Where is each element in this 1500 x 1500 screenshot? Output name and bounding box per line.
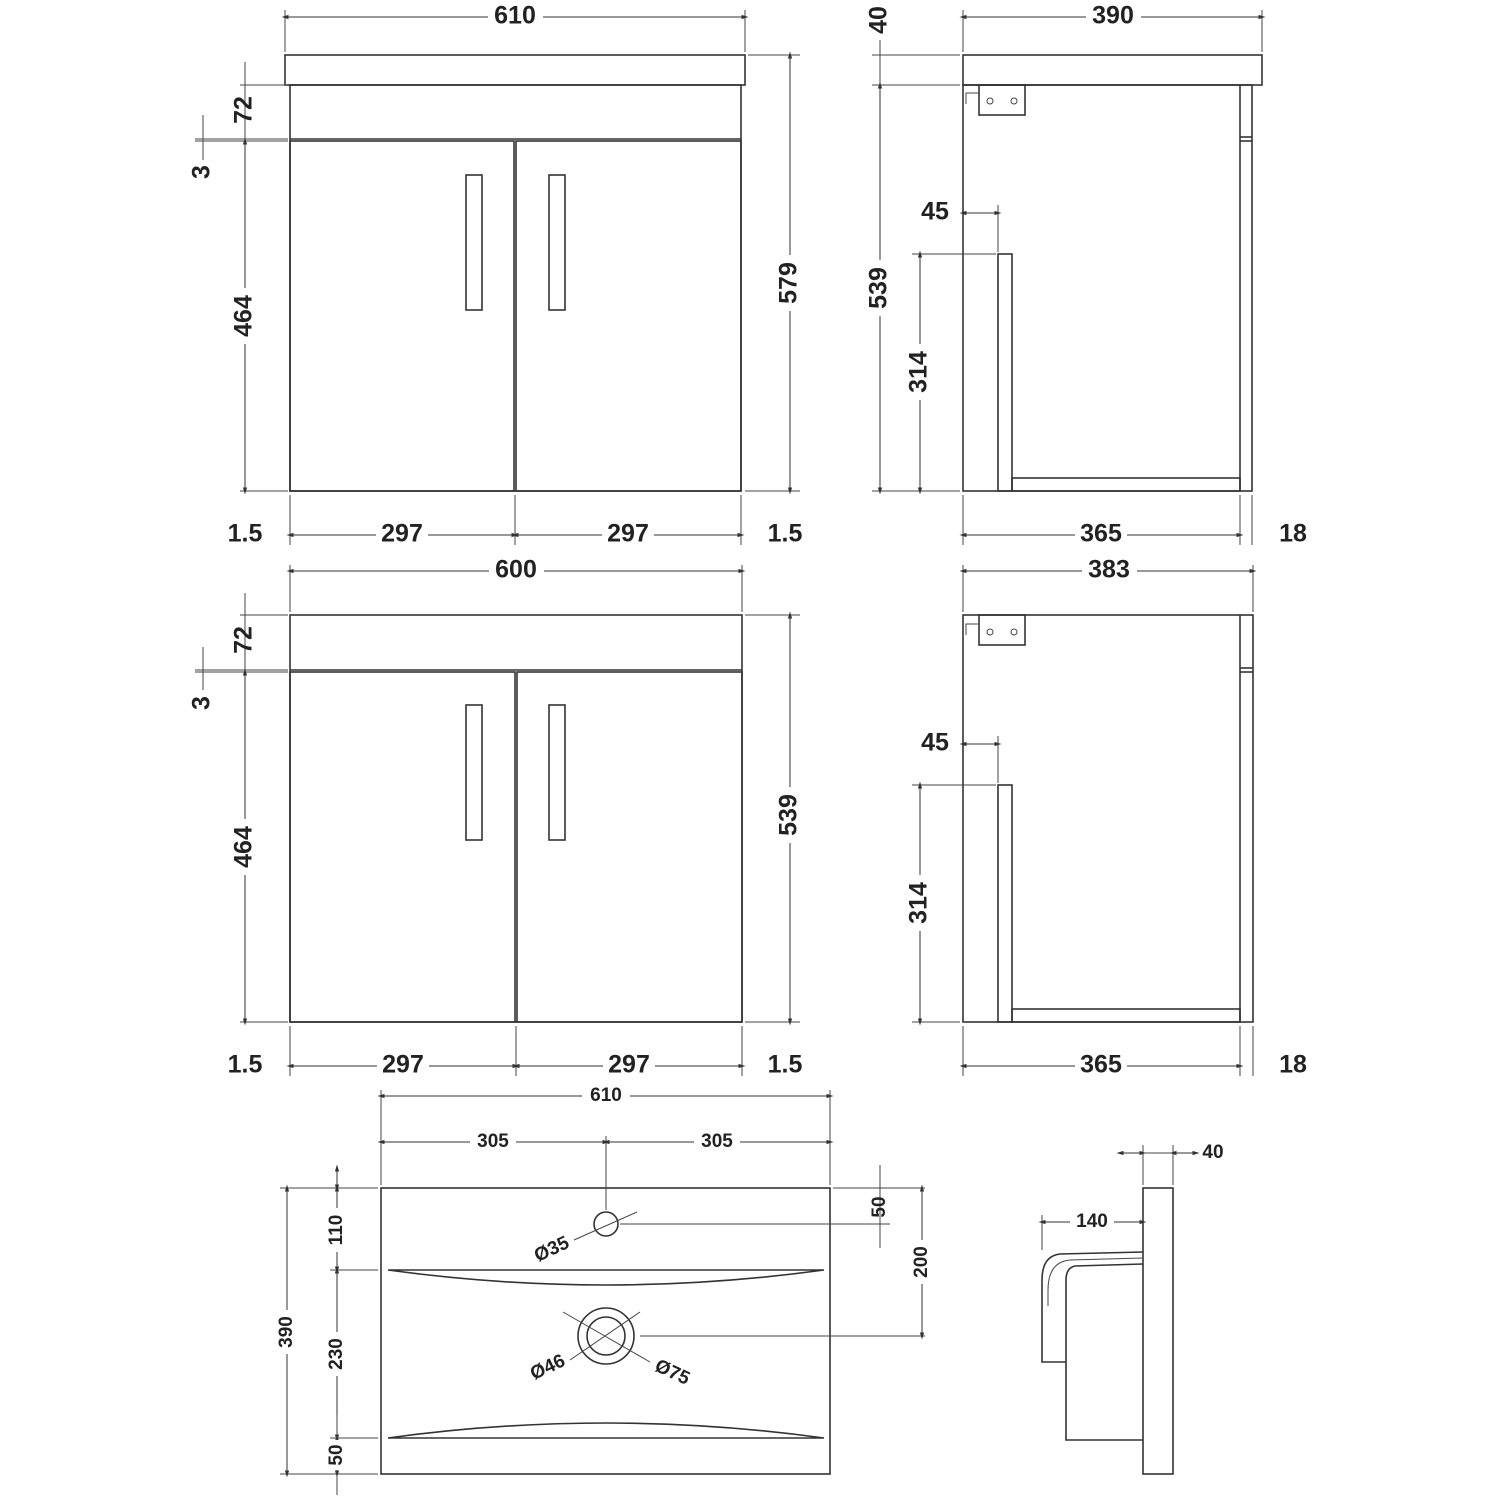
dim-tap-offset: 50 <box>869 1196 890 1217</box>
dim-depth: 390 <box>1092 2 1134 30</box>
dim-gap: 3 <box>188 165 216 179</box>
bottom-shelf <box>1011 477 1241 492</box>
dim-right-gap: 1.5 <box>768 1051 803 1079</box>
handle <box>548 174 566 311</box>
back-panel <box>997 784 1013 1023</box>
dim-to-bowl: 110 <box>326 1215 347 1246</box>
dim-left-gap: 1.5 <box>228 520 263 548</box>
handle <box>548 704 566 841</box>
dim-door-height: 464 <box>230 826 258 868</box>
back-panel <box>997 253 1013 492</box>
dim-door-thickness: 18 <box>1279 1051 1307 1079</box>
side-view: 383 45 314 365 18 <box>905 556 1307 1079</box>
waste-inner <box>586 1316 626 1356</box>
bottom-shelf <box>1011 1008 1241 1023</box>
basin-section-view: 40 140 <box>1038 1142 1224 1475</box>
basin-plan-view: 610 305 305 390 110 230 50 50 200 Ø35 Ø4… <box>276 1085 933 1495</box>
handle <box>465 704 483 841</box>
dim-body-depth: 365 <box>1080 520 1122 548</box>
dim-door-right: 297 <box>608 1051 650 1079</box>
dim-door-left: 297 <box>382 1051 424 1079</box>
dim-width: 610 <box>494 2 536 30</box>
dim-front: 50 <box>326 1444 347 1465</box>
dim-height: 539 <box>775 794 803 836</box>
basin-profile <box>1041 1251 1144 1441</box>
door-left <box>289 671 516 1023</box>
dim-top-rail: 72 <box>230 626 258 654</box>
dim-body-depth: 365 <box>1080 1051 1122 1079</box>
wall-bracket-icon <box>965 84 1026 116</box>
cabinet-body <box>289 614 743 1023</box>
dim-width: 610 <box>590 1085 622 1106</box>
cabinet-body <box>962 84 1253 492</box>
dim-waste-offset: 200 <box>911 1246 932 1278</box>
dim-height: 539 <box>865 267 893 309</box>
dim-half-right: 305 <box>701 1131 733 1152</box>
dim-back-height: 314 <box>905 882 933 924</box>
dim-half-left: 305 <box>477 1131 509 1152</box>
dim-right-gap: 1.5 <box>768 520 803 548</box>
front-view: 600 539 72 3 464 1.5 297 297 1.5 <box>188 556 804 1079</box>
dim-depth: 390 <box>276 1316 297 1348</box>
dim-height: 579 <box>775 262 803 304</box>
dim-thickness: 40 <box>1202 1142 1223 1163</box>
bowl-back-edge <box>387 1269 825 1286</box>
dim-door-right: 297 <box>607 520 649 548</box>
front-view-with-top: 610 579 72 3 464 1.5 297 297 1.5 <box>188 2 804 548</box>
dim-tap-hole: Ø35 <box>531 1232 573 1266</box>
worktop <box>962 54 1263 86</box>
basin-back-edge <box>1142 1187 1174 1475</box>
dim-depth: 383 <box>1088 556 1130 584</box>
dim-left-gap: 1.5 <box>228 1051 263 1079</box>
worktop <box>284 54 746 86</box>
dim-bowl: 230 <box>326 1338 347 1370</box>
dim-door-thickness: 18 <box>1279 520 1307 548</box>
door-right <box>516 671 743 1023</box>
handle <box>465 174 483 311</box>
dim-door-height: 464 <box>230 295 258 337</box>
dim-top-rail: 72 <box>230 96 258 124</box>
dim-back-offset: 45 <box>921 198 949 226</box>
tap-hole <box>593 1211 619 1237</box>
cabinet-body <box>962 614 1254 1023</box>
side-view-with-top: 390 40 539 45 314 365 18 <box>865 2 1307 548</box>
dim-waste-outer: Ø75 <box>651 1355 693 1389</box>
dim-gap: 3 <box>188 696 216 710</box>
dim-back-offset: 45 <box>921 729 949 757</box>
dim-back-height: 314 <box>905 351 933 393</box>
dim-top-thickness: 40 <box>865 6 893 34</box>
dim-width: 600 <box>495 556 537 584</box>
bowl-front-edge <box>387 1422 825 1439</box>
door-left <box>289 140 515 492</box>
dim-projection: 140 <box>1076 1211 1108 1232</box>
wall-bracket-icon <box>965 614 1026 646</box>
door-right <box>515 140 742 492</box>
dim-door-left: 297 <box>381 520 423 548</box>
dim-waste-inner: Ø46 <box>527 1350 568 1384</box>
waste-outer <box>577 1307 635 1365</box>
